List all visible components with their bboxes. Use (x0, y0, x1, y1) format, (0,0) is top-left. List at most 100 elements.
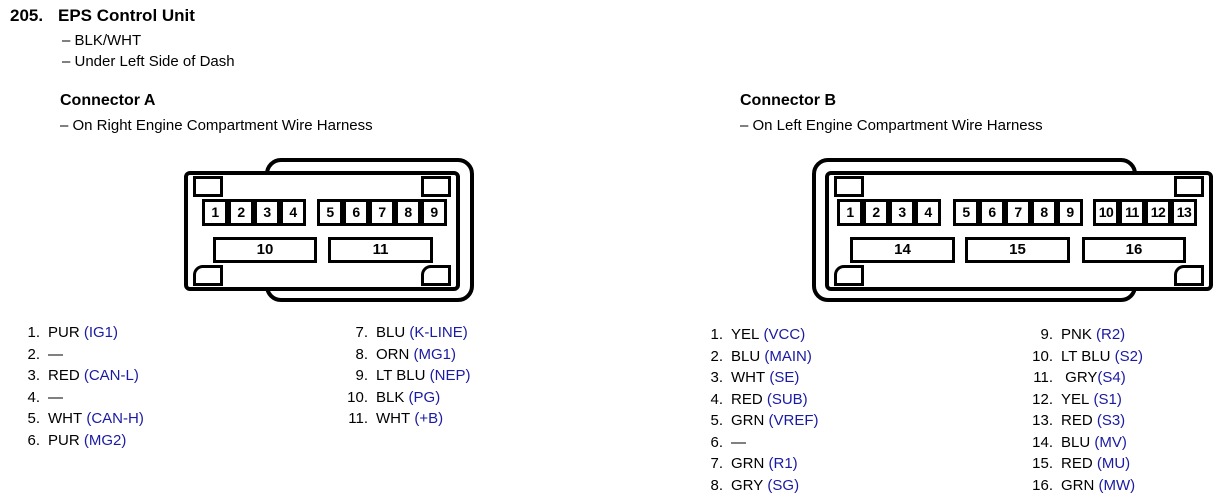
corner-notch (421, 176, 451, 197)
terminal-name: (MV) (1090, 433, 1127, 451)
pin-number: 2. (27, 345, 40, 363)
terminal-name: (MG2) (79, 431, 127, 449)
wire-color: GRN (731, 455, 765, 472)
connector-b-pin-6: 6 (979, 199, 1005, 226)
pin-number: 3. (27, 367, 40, 384)
wire-color: BLU (376, 324, 406, 341)
wire-color: — (731, 433, 746, 451)
pin-number: 16. (1032, 476, 1053, 494)
connector-a-location: – On Right Engine Compartment Wire Harne… (60, 117, 373, 134)
pin-number: 4. (710, 390, 723, 408)
pin-item: 7. BLU (K-LINE) (330, 322, 470, 344)
pin-item: 7. GRN (R1) (693, 453, 819, 475)
connector-b-pin-list-col2: 9. PNK (R2) 10.LT BLU (S2) 11. GRY(S4) 12… (1015, 324, 1143, 496)
pin-item: 15.RED (MU) (1015, 453, 1143, 475)
connector-a-title: Connector A (60, 92, 156, 109)
wire-color: BLU (1061, 433, 1091, 451)
pin-number: 9. (1040, 326, 1053, 343)
pin-item: 5.GRN (VREF) (693, 410, 818, 432)
terminal-name: (CAN-L) (79, 367, 139, 384)
unit-location: – Under Left Side of Dash (62, 53, 235, 70)
corner-notch (193, 265, 223, 286)
pin-number: 14. (1032, 433, 1053, 451)
item-number: 205. (10, 6, 44, 25)
pin-item: 12.YEL (S1) (1015, 389, 1143, 411)
connector-b-pin-list-col1: 1.YEL (VCC) 2.BLU (MAIN) 3.WHT (SE) 4.RE… (693, 324, 819, 497)
connector-a-pin-2: 2 (228, 199, 254, 226)
wire-color: PNK (1061, 326, 1092, 343)
wire-color: GRN (731, 412, 765, 429)
pin-item: 3.RED (CAN-L) (10, 365, 144, 387)
connector-a-pin-10: 10 (213, 237, 317, 263)
connector-b-diagram: 1 2 3 4 5 6 7 8 9 10 11 12 13 14 15 16 (810, 155, 1215, 305)
pin-item: 5.WHT (CAN-H) (10, 408, 144, 430)
connector-b-pin-8: 8 (1031, 199, 1057, 226)
pin-item: 14. BLU (MV) (1015, 432, 1143, 454)
pin-number: 10. (347, 388, 368, 406)
corner-notch (1174, 176, 1204, 197)
connector-b-pin-9: 9 (1057, 199, 1083, 226)
terminal-name: (S1) (1089, 390, 1122, 408)
terminal-name: (VCC) (759, 326, 806, 343)
terminal-name: (MW) (1094, 476, 1136, 494)
pin-item: 10.LT BLU (S2) (1015, 346, 1143, 368)
connector-b-pin-15: 15 (965, 237, 1070, 263)
connector-b-pin-7: 7 (1005, 199, 1031, 226)
terminal-name: (S2) (1110, 347, 1143, 365)
terminal-name: (CAN-H) (82, 410, 144, 427)
connector-b-pin-group-10-13: 10 11 12 13 (1093, 199, 1197, 226)
connector-b-pin-12: 12 (1145, 199, 1171, 226)
pin-number: 6. (27, 431, 40, 449)
corner-notch (834, 265, 864, 286)
pin-item: 1.YEL (VCC) (693, 324, 819, 346)
connector-b-pin-group-5-9: 5 6 7 8 9 (953, 199, 1083, 226)
terminal-name: (S3) (1092, 412, 1126, 429)
connector-b-pin-1: 1 (837, 199, 863, 226)
connector-b-pin-14: 14 (850, 237, 955, 263)
terminal-name: (MAIN) (760, 347, 812, 365)
wire-color: WHT (731, 369, 766, 386)
terminal-name: (K-LINE) (405, 324, 468, 341)
connector-b-pin-group-1-4: 1 2 3 4 (837, 199, 941, 226)
connector-b-pin-5: 5 (953, 199, 979, 226)
wire-color: BLK (376, 388, 405, 406)
pin-number: 1. (710, 326, 723, 343)
pin-item: 3.WHT (SE) (693, 367, 819, 389)
terminal-name: (NEP) (425, 367, 471, 384)
connector-b-pin-3: 3 (889, 199, 915, 226)
pin-number: 7. (355, 324, 368, 341)
connector-a-pin-9: 9 (421, 199, 447, 226)
connector-a-pin-8: 8 (395, 199, 421, 226)
wire-color: ORN (376, 345, 410, 363)
pin-number: 1. (27, 324, 40, 341)
wire-color: LT BLU (376, 367, 426, 384)
wire-color: RED (1061, 412, 1093, 429)
pin-number: 15. (1032, 455, 1053, 472)
pin-item: 1.PUR (IG1) (10, 322, 144, 344)
wire-color: GRN (1061, 476, 1095, 494)
pin-number: 7. (710, 455, 723, 472)
pin-number: 9. (355, 367, 368, 384)
connector-b-face (825, 171, 1213, 291)
terminal-name: (MU) (1092, 455, 1131, 472)
pin-number: 11. (1033, 369, 1053, 386)
terminal-name: (R2) (1091, 326, 1126, 343)
pin-item: 9. PNK (R2) (1015, 324, 1143, 346)
connector-b-pin-2: 2 (863, 199, 889, 226)
connector-a-pin-group-1-4: 1 2 3 4 (202, 199, 306, 226)
connector-b-pin-10: 10 (1093, 199, 1119, 226)
wire-color: GRY (731, 476, 764, 494)
connector-a-pin-group-5-9: 5 6 7 8 9 (317, 199, 447, 226)
terminal-name: (S4) (1097, 369, 1126, 386)
terminal-name: (R1) (764, 455, 798, 472)
connector-a-pin-6: 6 (343, 199, 369, 226)
wire-color: YEL (1061, 390, 1090, 408)
pin-number: 6. (710, 433, 723, 451)
connector-a-pin-5: 5 (317, 199, 343, 226)
pin-number: 5. (710, 412, 723, 429)
connector-b-pin-16: 16 (1082, 237, 1186, 263)
pin-item: 8.GRY (SG) (693, 475, 819, 497)
pin-item: 11. GRY(S4) (1015, 367, 1143, 389)
pin-number: 2. (710, 347, 723, 365)
